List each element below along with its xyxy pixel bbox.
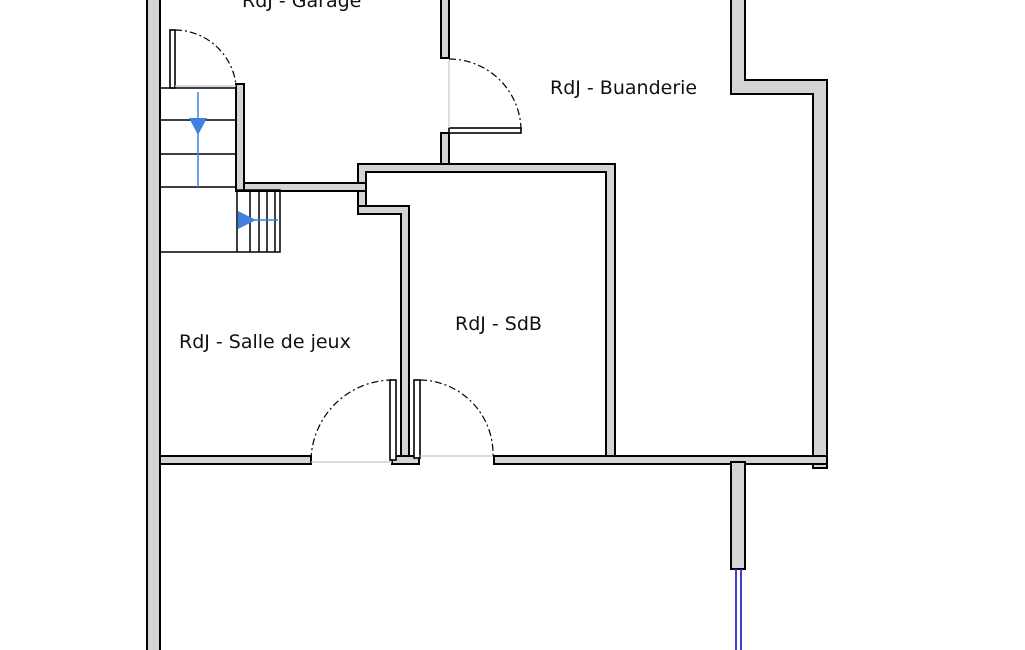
wall-left-outer [146,0,161,650]
door-swing-icon [310,379,397,463]
door-swing-icon [413,379,494,459]
staircase [160,87,281,253]
stair-direction-arrow-icon [238,211,278,229]
stair-direction-arrow-icon [189,92,207,187]
wall-south-left [159,455,312,465]
door-swing-icon [448,58,522,134]
room-label-garage: RdJ - Garage [242,0,361,12]
wall-right-outer [730,0,828,469]
room-label-buanderie: RdJ - Buanderie [550,77,697,99]
wall-lower-right [730,461,746,570]
wall-garage-buanderie [440,0,450,59]
wall-garage-buanderie-lower [440,132,450,167]
wall-stair-side [235,83,245,192]
wall-south-right [493,455,828,465]
window-icon [735,569,742,650]
room-label-sdb: RdJ - SdB [455,313,542,335]
wall-sallejeux-sdb [357,205,410,463]
room-label-salle-de-jeux: RdJ - Salle de jeux [179,331,351,353]
door-swing-icon [169,29,237,89]
